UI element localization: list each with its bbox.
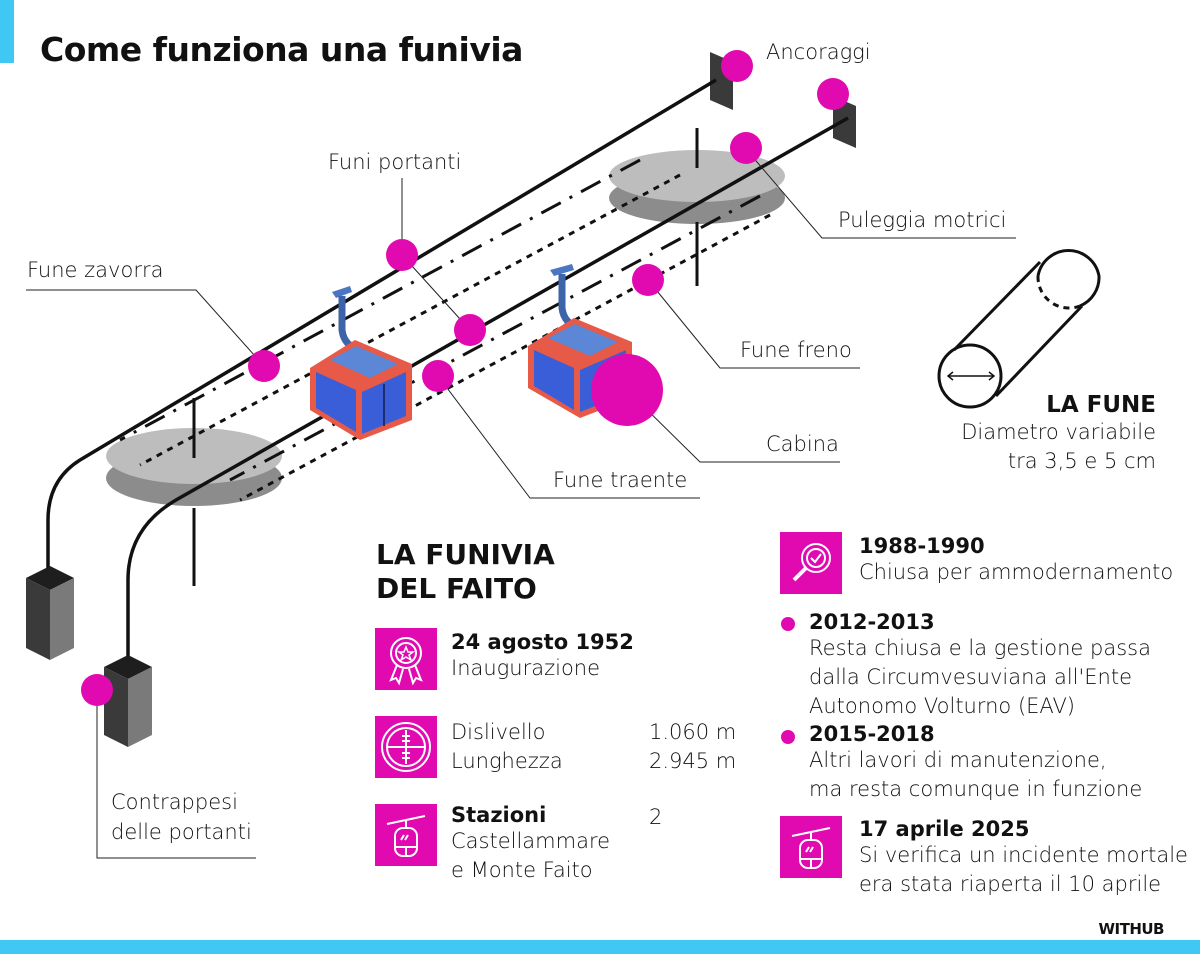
markers bbox=[81, 50, 849, 706]
cable-car-icon bbox=[375, 804, 437, 866]
inauguration-item: 24 agosto 1952 Inaugurazione bbox=[451, 630, 634, 683]
marker-ancoraggi bbox=[721, 50, 753, 82]
timeline-2015-line1: Altri lavori di manutenzione, bbox=[809, 748, 1107, 772]
cable-car-icon bbox=[780, 816, 842, 878]
label-cabina: Cabina bbox=[766, 432, 839, 456]
lunghezza-value: 2.945 m bbox=[649, 749, 737, 773]
marker-contrappesi bbox=[81, 674, 113, 706]
la-fune-line1: Diametro variabile bbox=[961, 420, 1156, 444]
stations-item: Stazioni Castellammare e Monte Faito bbox=[451, 803, 610, 885]
marker-funi-portanti-2 bbox=[454, 314, 486, 346]
dimensions-item: Dislivello Lunghezza bbox=[451, 718, 563, 776]
level-gauge-icon bbox=[375, 716, 437, 778]
timeline-item-2025: 17 aprile 2025 Si verifica un incidente … bbox=[859, 817, 1188, 899]
marker-fune-traente bbox=[422, 360, 454, 392]
timeline-2025-title: 17 aprile 2025 bbox=[859, 817, 1030, 841]
timeline-1988-title: 1988-1990 bbox=[859, 534, 985, 558]
dashed-ropes bbox=[119, 158, 771, 502]
label-fune-freno: Fune freno bbox=[740, 338, 852, 362]
timeline-1988-text: Chiusa per ammodernamento bbox=[859, 560, 1174, 584]
stations-title: Stazioni bbox=[451, 803, 547, 827]
dimensions-values: 1.060 m 2.945 m bbox=[649, 718, 736, 776]
stations-count: 2 bbox=[649, 805, 663, 829]
timeline-2015-line2: ma resta comunque in funzione bbox=[809, 777, 1143, 801]
la-fune-line2: tra 3,5 e 5 cm bbox=[1007, 449, 1156, 473]
carrying-ropes bbox=[46, 78, 849, 660]
funivia-heading: LA FUNIVIA DEL FAITO bbox=[376, 538, 555, 606]
lunghezza-label: Lunghezza bbox=[451, 749, 563, 773]
counterweight-right bbox=[104, 655, 152, 747]
label-ancoraggi: Ancoraggi bbox=[766, 40, 871, 64]
cabin-1 bbox=[310, 286, 412, 440]
rope-cylinder-illustration bbox=[937, 249, 1101, 409]
label-puleggia-motrici: Puleggia motrici bbox=[838, 208, 1007, 232]
marker-cabina bbox=[591, 354, 663, 426]
award-rosette-icon bbox=[375, 628, 437, 690]
timeline-item-2012: 2012-2013 Resta chiusa e la gestione pas… bbox=[809, 610, 1151, 721]
label-contrappesi-line2: delle portanti bbox=[111, 820, 252, 844]
label-fune-zavorra: Fune zavorra bbox=[27, 258, 164, 282]
marker-puleggia bbox=[730, 132, 762, 164]
timeline-2025-line1: Si verifica un incidente mortale bbox=[859, 843, 1188, 867]
la-fune-heading: LA FUNE bbox=[1046, 392, 1156, 418]
stations-line1: Castellammare bbox=[451, 829, 611, 853]
label-funi-portanti: Funi portanti bbox=[328, 150, 462, 174]
lower-pulley bbox=[106, 398, 282, 586]
timeline-2012-line1: Resta chiusa e la gestione passa bbox=[809, 636, 1151, 660]
label-contrappesi-line1: Contrappesi bbox=[111, 790, 238, 814]
timeline-item-1988: 1988-1990 Chiusa per ammodernamento bbox=[859, 534, 1173, 587]
dislivello-label: Dislivello bbox=[451, 720, 546, 744]
timeline-2012-line2: dalla Circumvesuviana all'Ente bbox=[809, 665, 1133, 689]
credit-logo: WITHUB bbox=[1098, 920, 1164, 938]
marker-fune-freno bbox=[632, 264, 664, 296]
inauguration-text: Inaugurazione bbox=[451, 656, 601, 680]
la-fune-block: LA FUNE Diametro variabile tra 3,5 e 5 c… bbox=[961, 392, 1156, 476]
timeline-dot-2012 bbox=[781, 617, 795, 631]
bottom-accent-bar bbox=[0, 940, 1200, 954]
timeline-2025-line2: era stata riaperta il 10 aprile bbox=[859, 872, 1162, 896]
timeline-2015-title: 2015-2018 bbox=[809, 722, 935, 746]
timeline-dot-2015 bbox=[781, 730, 795, 744]
counterweight-left bbox=[26, 566, 74, 660]
funivia-heading-line2: DEL FAITO bbox=[376, 572, 537, 605]
funivia-heading-line1: LA FUNIVIA bbox=[376, 538, 555, 571]
timeline-2012-line3: Autonomo Volturno (EAV) bbox=[809, 694, 1075, 718]
marker-funi-portanti bbox=[386, 239, 418, 271]
timeline-item-2015: 2015-2018 Altri lavori di manutenzione, … bbox=[809, 722, 1142, 804]
page-title: Come funziona una funivia bbox=[40, 30, 523, 69]
stations-line2: e Monte Faito bbox=[451, 858, 593, 882]
timeline-2012-title: 2012-2013 bbox=[809, 610, 935, 634]
magnifier-check-icon bbox=[780, 532, 842, 594]
marker-ancoraggi-2 bbox=[817, 78, 849, 110]
label-fune-traente: Fune traente bbox=[553, 468, 688, 492]
dislivello-value: 1.060 m bbox=[649, 720, 737, 744]
marker-fune-zavorra bbox=[248, 350, 280, 382]
top-accent-bar bbox=[0, 0, 14, 63]
inauguration-date: 24 agosto 1952 bbox=[451, 630, 634, 654]
